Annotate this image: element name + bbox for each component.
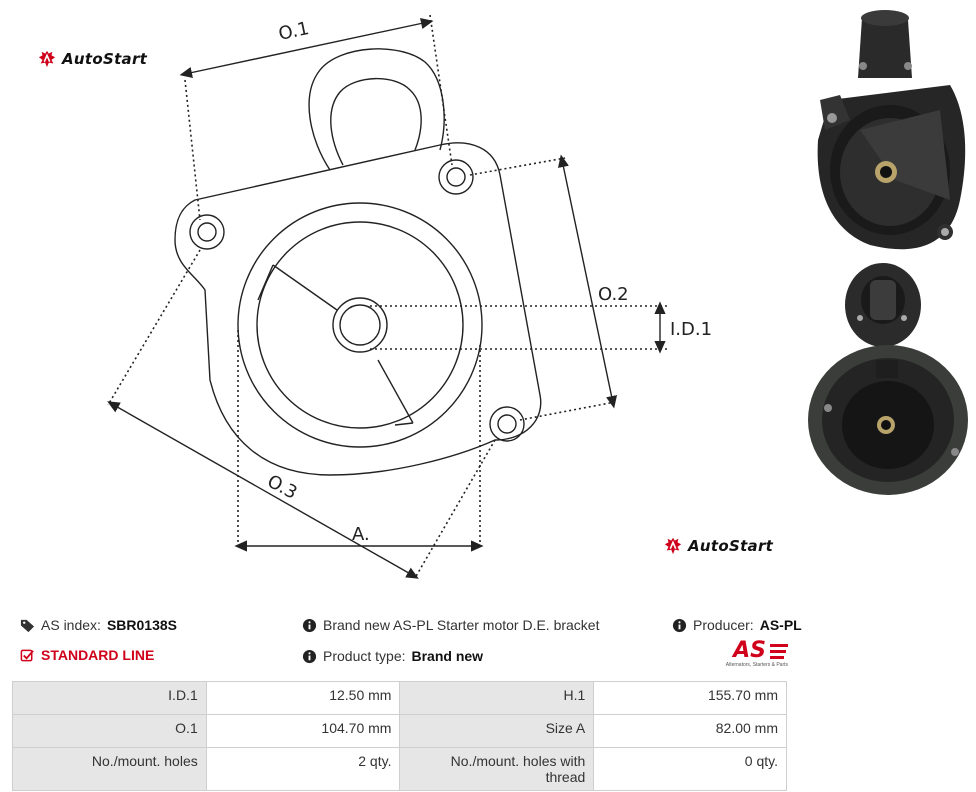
- label-o2: O.2: [598, 284, 629, 305]
- product-type-value: Brand new: [411, 648, 484, 664]
- as-index-row: AS index: SBR0138S: [20, 617, 177, 633]
- o3-dimension-line: [107, 401, 419, 579]
- tag-icon: [20, 619, 35, 632]
- producer-label: Producer:: [693, 617, 754, 633]
- checkbox-check-icon: [20, 649, 34, 661]
- info-circle-icon: [302, 649, 317, 663]
- o1-dimension-line: [179, 17, 434, 79]
- table-row: No./mount. holes 2 qty. No./mount. holes…: [12, 747, 787, 791]
- spec-label: I.D.1: [12, 681, 207, 715]
- as-pl-logo-mark: AS: [733, 638, 766, 663]
- spec-label: No./mount. holes: [12, 747, 207, 791]
- description-row: Brand new AS-PL Starter motor D.E. brack…: [302, 617, 600, 633]
- product-photo-top: [817, 10, 966, 250]
- spec-label: No./mount. holes with thread: [399, 747, 595, 791]
- bracket-technical-drawing: O.1 O.2 I.D.1 O.3 A.: [107, 14, 712, 579]
- label-o3: O.3: [264, 471, 301, 504]
- spec-value: 104.70 mm: [205, 714, 401, 748]
- as-index-value: SBR0138S: [106, 617, 177, 633]
- label-o1: O.1: [277, 18, 311, 45]
- autostart-logo-bottom: AutoStart: [664, 537, 773, 555]
- product-description: Brand new AS-PL Starter motor D.E. brack…: [323, 617, 600, 633]
- product-photo-bottom: [808, 263, 968, 495]
- product-type-row: Product type: Brand new: [302, 648, 483, 664]
- spec-label: Size A: [399, 714, 595, 748]
- spec-value: 0 qty.: [593, 747, 787, 791]
- as-pl-tagline: Alternators, Starters & Parts: [725, 662, 788, 668]
- table-row: I.D.1 12.50 mm H.1 155.70 mm: [12, 681, 787, 715]
- spec-table: I.D.1 12.50 mm H.1 155.70 mm O.1 104.70 …: [12, 681, 787, 791]
- spec-value: 155.70 mm: [593, 681, 787, 715]
- as-index-label: AS index:: [41, 617, 101, 633]
- table-row: O.1 104.70 mm Size A 82.00 mm: [12, 714, 787, 748]
- o2-dimension-line: [557, 154, 618, 409]
- standard-line-badge: STANDARD LINE: [20, 647, 154, 663]
- product-type-label: Product type:: [323, 648, 406, 664]
- spec-value: 12.50 mm: [205, 681, 401, 715]
- producer-value: AS-PL: [759, 617, 802, 633]
- info-circle-icon: [302, 618, 317, 632]
- info-circle-icon: [672, 618, 687, 632]
- as-pl-logo: AS Alternators, Starters & Parts: [716, 640, 788, 668]
- label-id1: I.D.1: [670, 319, 712, 340]
- spec-value: 82.00 mm: [593, 714, 787, 748]
- autostart-logo-icon: [38, 50, 56, 68]
- as-pl-stripes-icon: [770, 644, 788, 659]
- standard-line-text: STANDARD LINE: [41, 647, 155, 663]
- product-photos: [808, 10, 968, 495]
- spec-value: 2 qty.: [205, 747, 401, 791]
- spec-label: H.1: [399, 681, 595, 715]
- spec-label: O.1: [12, 714, 207, 748]
- autostart-logo-text: AutoStart: [688, 537, 774, 555]
- autostart-logo-top: AutoStart: [38, 50, 147, 68]
- producer-row: Producer: AS-PL: [672, 617, 802, 633]
- label-a: A.: [352, 524, 370, 545]
- autostart-logo-icon: [664, 537, 682, 555]
- autostart-logo-text: AutoStart: [62, 50, 148, 68]
